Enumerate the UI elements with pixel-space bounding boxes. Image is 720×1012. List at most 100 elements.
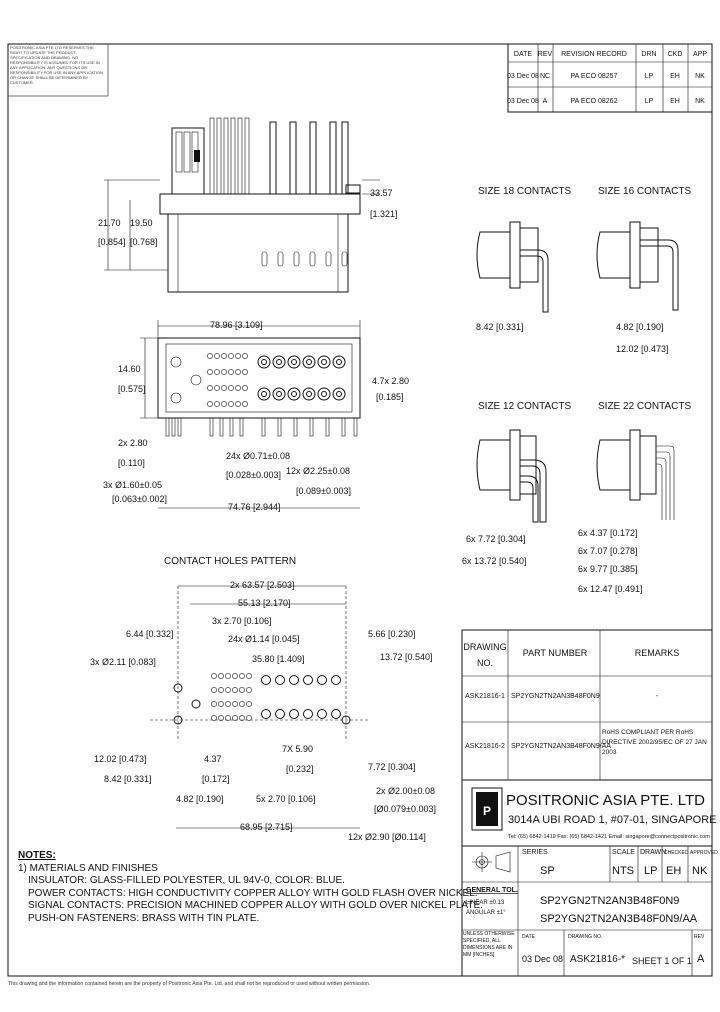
tail-pin	[177, 417, 182, 437]
signal-contact	[221, 401, 227, 407]
dim-24x-d0-71: 24x Ø0.71±0.08	[226, 451, 290, 461]
pat-68-95: 68.95 [2.715]	[240, 822, 293, 832]
signal-contact	[214, 369, 220, 375]
power-contact-core	[276, 359, 282, 365]
tail-pin	[353, 417, 358, 437]
pat-4-37-in: [0.172]	[202, 774, 230, 784]
dim-33-57: 33.57	[370, 188, 393, 198]
signal-hole	[225, 673, 231, 679]
signal-hole	[239, 715, 245, 721]
dim-12x-d2-25: 12x Ø2.25±0.08	[286, 466, 350, 476]
power-hole	[331, 709, 341, 719]
pattern-holes	[173, 673, 351, 725]
pt-r1-drawing: ASK21816-1	[465, 693, 505, 700]
pat-8-42: 8.42 [0.331]	[104, 774, 152, 784]
power-hole	[289, 675, 299, 685]
tail-pins	[165, 417, 358, 437]
pt-r2-remarks: RoHS COMPLIANT PER RoHS DIRECTIVE 2002/9…	[602, 729, 707, 756]
power-hole	[303, 675, 313, 685]
rev-r2-drn: LP	[645, 98, 654, 105]
projection-symbol	[472, 851, 511, 873]
power-contact-core	[261, 359, 267, 365]
size12-title: SIZE 12 CONTACTS	[478, 401, 571, 412]
tb-series: SP	[540, 865, 555, 877]
tb-unless: UNLESS OTHERWISE SPECIFIED, ALL DIMENSIO…	[463, 931, 515, 958]
power-contact-core	[321, 359, 327, 365]
tb-angular: ANGULAR ±1°	[466, 910, 506, 916]
power-contact-core	[291, 391, 297, 397]
signal-hole	[211, 715, 217, 721]
company-address: 3014A UBI ROAD 1, #07-01, SINGAPORE 4087…	[508, 814, 720, 826]
pat-3x-d2-11: 3x Ø2.11 [0.083]	[90, 657, 156, 667]
company-contact: Tel: (65) 6842-1419 Fax: (65) 6842-1421 …	[508, 834, 710, 840]
pat-13-72: 13.72 [0.540]	[380, 652, 433, 662]
title-block: SERIES SP SCALE NTS DRAWN LP CHECKED EH …	[461, 845, 718, 977]
tb-drawn-label: DRAWN	[640, 849, 666, 856]
pat-2x63-57: 2x 63.57 [2.503]	[230, 580, 295, 590]
power-contacts	[257, 355, 346, 401]
tb-dwg-no: ASK21816-*	[570, 954, 625, 965]
company-logo	[471, 787, 503, 831]
pt-h-no: NO.	[477, 658, 493, 668]
dim-2x2-80: 2x 2.80	[118, 438, 148, 448]
note-line-5: PUSH-ON FASTENERS: BRASS WITH TIN PLATE.	[28, 912, 260, 924]
power-contact	[317, 355, 331, 369]
pat-2x-d2-00: 2x Ø2.00±0.08	[376, 786, 435, 796]
tail-pin	[293, 417, 298, 437]
pat-5x2-70: 5x 2.70 [0.106]	[256, 794, 316, 804]
pat-4-37: 4.37	[204, 754, 222, 764]
pt-h-part: PART NUMBER	[523, 648, 588, 658]
signal-contact	[221, 353, 227, 359]
signal-contact	[221, 369, 227, 375]
tail-pin	[165, 417, 170, 437]
signal-hole	[246, 715, 252, 721]
pat-7x5-90-in: [0.232]	[286, 764, 314, 774]
revision-table: DATE REV REVISION RECORD DRN CKD APP 03 …	[507, 43, 713, 113]
signal-hole	[211, 673, 217, 679]
power-hole	[275, 709, 285, 719]
signal-contact	[207, 369, 213, 375]
power-contact	[257, 355, 271, 369]
company-name: POSITRONIC ASIA PTE. LTD	[506, 792, 705, 809]
power-contact	[317, 387, 331, 401]
pt-r1-remarks: -	[656, 693, 659, 700]
tail-pin	[325, 417, 330, 437]
tb-sheet: SHEET 1 OF 1	[632, 956, 692, 966]
tb-date: 03 Dec 08	[522, 954, 563, 964]
rev-r1-app: NK	[695, 73, 705, 80]
tb-approved-label: APPROVED	[690, 850, 718, 856]
tb-drawn: LP	[644, 865, 657, 877]
signal-hole	[246, 701, 252, 707]
pat-12-02: 12.02 [0.473]	[94, 754, 147, 764]
power-hole	[303, 709, 313, 719]
tb-date-label: DATE	[522, 934, 536, 940]
signal-hole	[225, 715, 231, 721]
power-contact	[272, 387, 286, 401]
signal-contact	[207, 401, 213, 407]
pt-h-remarks: REMARKS	[635, 648, 680, 658]
signal-hole	[246, 687, 252, 693]
mount-hole	[191, 699, 201, 709]
dim-47x2-80: 4.7x 2.80	[372, 376, 409, 386]
signal-contact	[235, 385, 241, 391]
dim-19-50: 19.50	[130, 218, 153, 228]
tail-pin	[171, 417, 176, 437]
signal-contact	[228, 369, 234, 375]
signal-contact	[228, 385, 234, 391]
tb-rev-label: REV	[694, 934, 705, 940]
disclaimer-box	[7, 43, 109, 97]
tail-pin	[309, 417, 314, 437]
power-contact-core	[321, 391, 327, 397]
signal-contact	[228, 353, 234, 359]
signal-contact	[207, 353, 213, 359]
signal-contact	[235, 401, 241, 407]
note-line-1: 1) MATERIALS AND FINISHES	[18, 862, 158, 874]
power-hole	[289, 709, 299, 719]
signal-hole	[232, 687, 238, 693]
s12-dim1: 6x 7.72 [0.304]	[466, 534, 526, 544]
power-contact	[287, 355, 301, 369]
sheet-border	[7, 43, 713, 977]
dim-2x2-80-in: [0.110]	[118, 458, 145, 468]
power-contact-core	[261, 391, 267, 397]
